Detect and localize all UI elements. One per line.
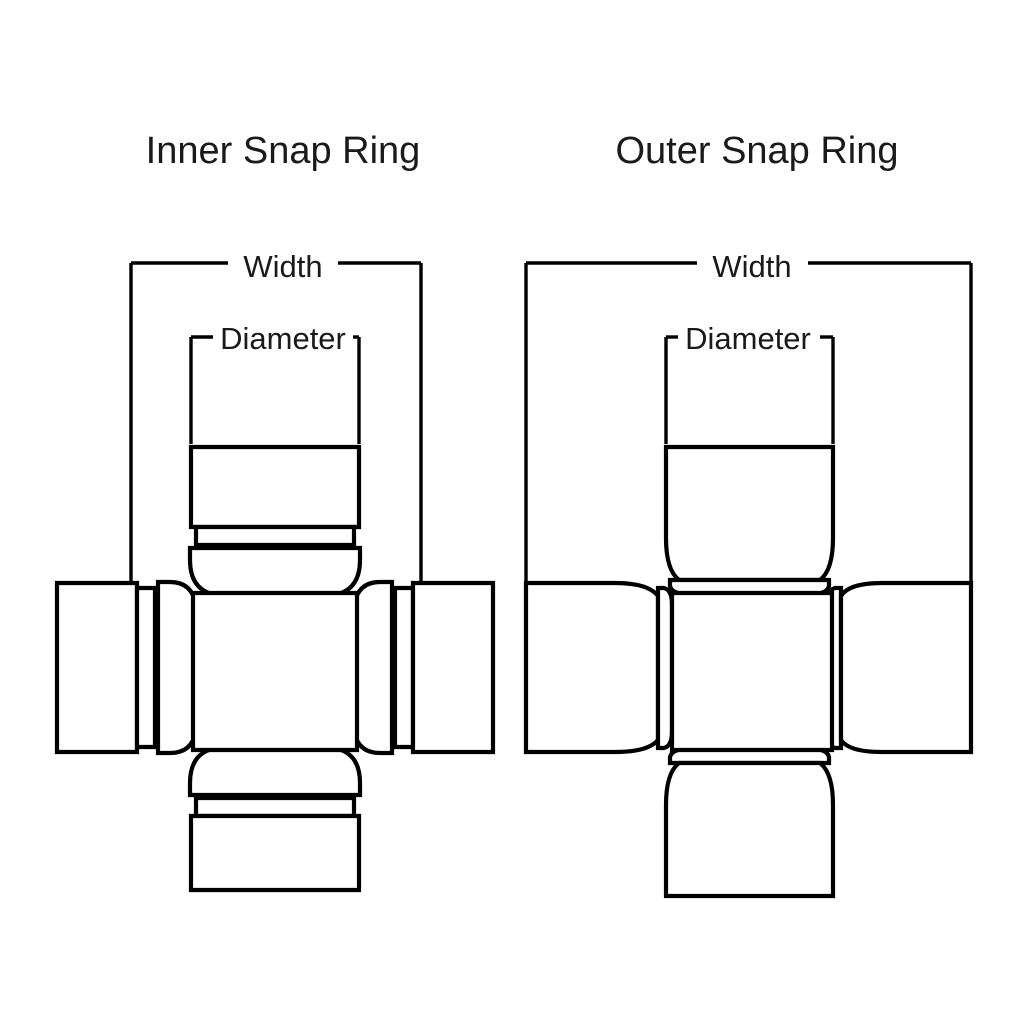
top-tapered-neck xyxy=(187,545,363,597)
right-cap-body xyxy=(410,580,496,755)
bottom-tapered-neck xyxy=(187,746,363,798)
left-tapered-neck xyxy=(155,579,199,756)
outer-left-bearing-cap xyxy=(523,580,675,755)
outer-top-bearing-cap xyxy=(663,444,836,597)
inner-center-hub xyxy=(190,590,360,753)
left-cap-body xyxy=(523,580,661,755)
left-snap-ring-band xyxy=(134,585,158,750)
inner-snap-ring-diagram: Inner Snap Ring Width Diameter xyxy=(54,130,496,893)
inner-top-bearing-cap xyxy=(187,444,363,597)
inner-left-bearing-cap xyxy=(54,579,199,756)
outer-bottom-bearing-cap xyxy=(663,746,836,899)
right-tapered-neck xyxy=(351,579,395,756)
inner-bottom-bearing-cap xyxy=(187,746,363,893)
top-cap-body xyxy=(188,444,362,530)
outer-diameter-dimension: Diameter xyxy=(664,321,835,444)
right-cap-body xyxy=(838,580,974,755)
outer-snap-ring-diagram: Outer Snap Ring Width Diameter xyxy=(523,130,974,899)
right-snap-ring-band xyxy=(392,585,416,750)
bottom-cap-body xyxy=(188,813,362,893)
inner-width-dimension: Width xyxy=(129,249,423,583)
inner-width-label: Width xyxy=(243,249,322,284)
top-snap-ring-band xyxy=(193,524,357,548)
bottom-snap-ring-band xyxy=(193,795,357,819)
outer-center-hub xyxy=(669,590,835,753)
inner-diameter-dimension: Diameter xyxy=(189,321,361,444)
bottom-cap-body xyxy=(663,760,836,899)
outer-width-dimension: Width xyxy=(524,249,973,583)
outer-width-label: Width xyxy=(712,249,791,284)
inner-right-bearing-cap xyxy=(351,579,496,756)
left-cap-body xyxy=(54,580,140,755)
outer-snap-ring-title: Outer Snap Ring xyxy=(615,130,898,172)
inner-snap-ring-title: Inner Snap Ring xyxy=(146,130,421,172)
outer-right-bearing-cap xyxy=(824,580,974,755)
outer-diameter-label: Diameter xyxy=(685,321,811,356)
top-cap-body xyxy=(663,444,836,583)
inner-diameter-label: Diameter xyxy=(220,321,346,356)
